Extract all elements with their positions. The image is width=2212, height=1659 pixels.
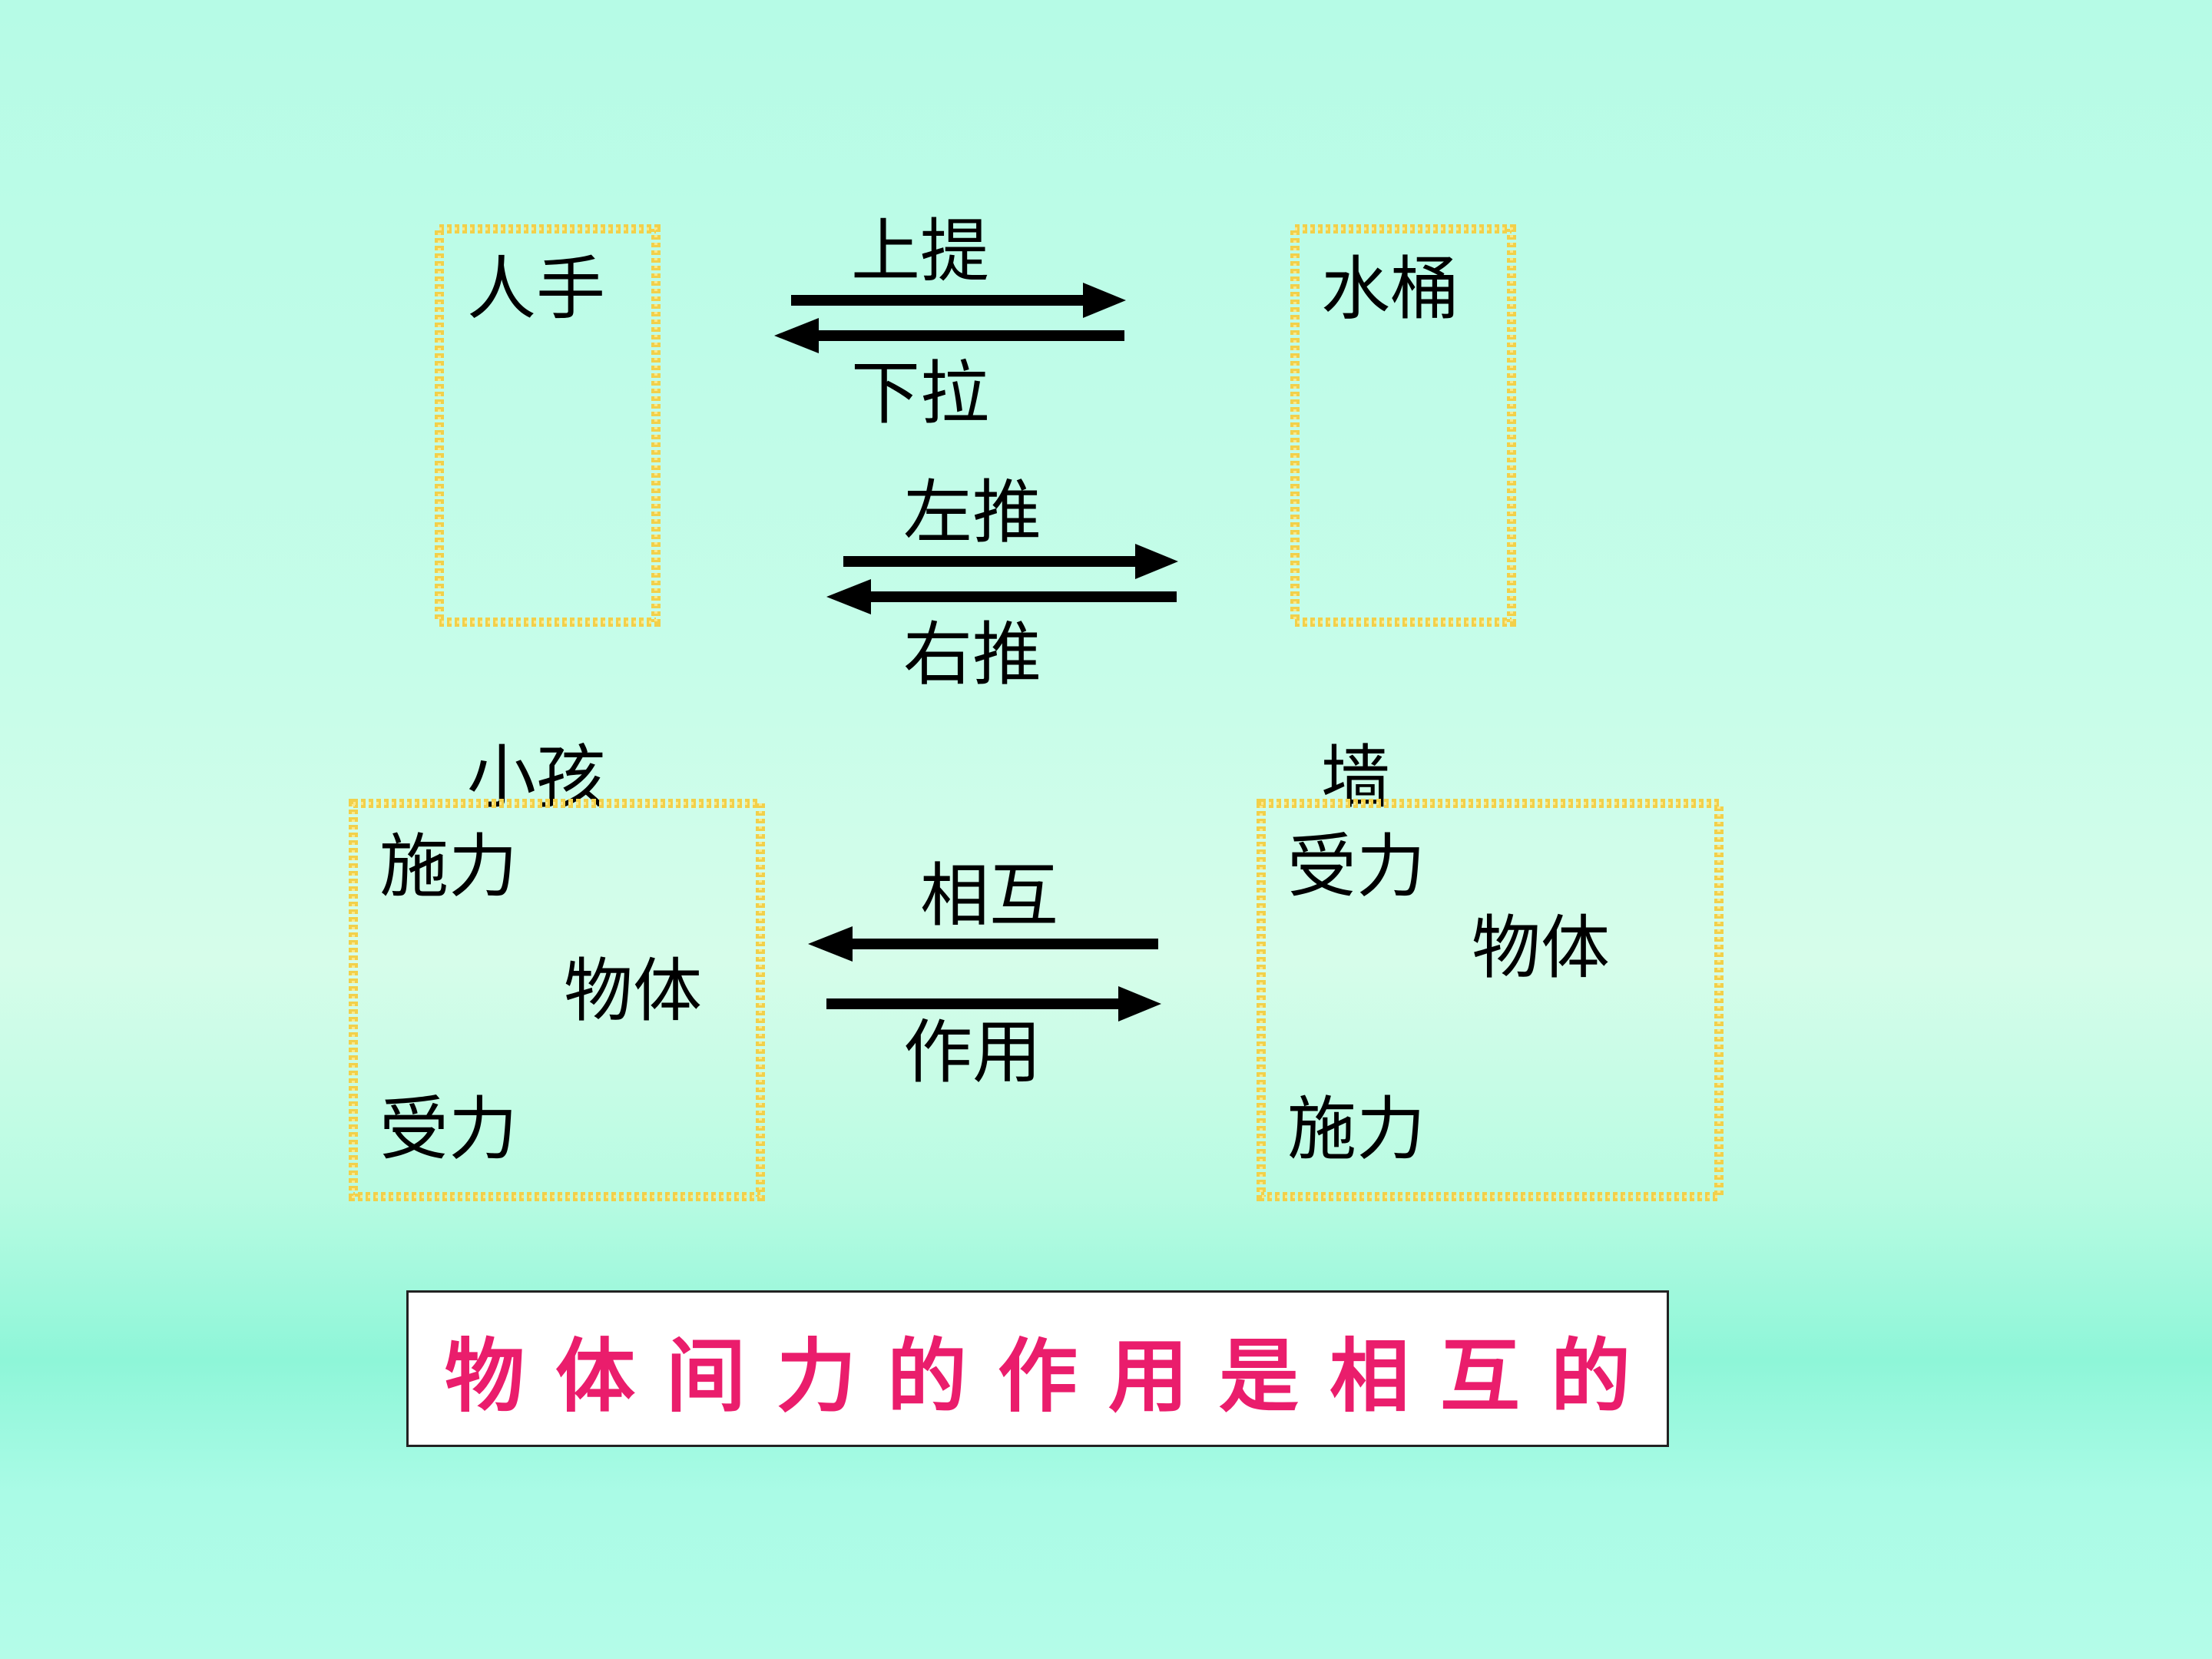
concept-left-bottom-label: 受力 bbox=[379, 1089, 518, 1170]
concept-box-left: 施力 物体 受力 bbox=[349, 799, 765, 1201]
example-right-top-label: 水桶 bbox=[1321, 249, 1459, 329]
example-left-top-label: 人手 bbox=[467, 249, 605, 329]
concept-box-left-frame bbox=[349, 799, 765, 1201]
example-box-right: 水桶 墙 bbox=[1290, 224, 1516, 813]
concept-left-top-label: 施力 bbox=[379, 826, 518, 907]
pair2-right-arrow bbox=[843, 544, 1178, 579]
concept-box-right-frame bbox=[1257, 799, 1724, 1201]
pair3-lower-label: 作用 bbox=[903, 1012, 1041, 1093]
concept-left-middle-label: 物体 bbox=[564, 951, 702, 1031]
concept-right-middle-label: 物体 bbox=[1472, 908, 1610, 988]
pair1-upper-label: 上提 bbox=[851, 211, 989, 292]
example-box-right-frame bbox=[1290, 224, 1516, 627]
example-box-left-frame bbox=[435, 224, 661, 627]
pair1-right-arrow bbox=[791, 283, 1126, 318]
pair1-left-arrow bbox=[774, 318, 1124, 353]
pair3-upper-label: 相互 bbox=[920, 856, 1058, 936]
pair2-left-arrow bbox=[826, 579, 1177, 614]
pair3-left-arrow bbox=[808, 926, 1158, 962]
concept-box-right: 受力 物体 施力 bbox=[1257, 799, 1724, 1201]
concept-right-top-label: 受力 bbox=[1287, 826, 1426, 907]
pair1-lower-label: 下拉 bbox=[851, 353, 989, 434]
example-left-bottom-label: 小孩 bbox=[467, 737, 605, 818]
pair2-upper-label: 左推 bbox=[903, 472, 1041, 553]
pair3-right-arrow bbox=[826, 986, 1161, 1022]
concept-right-bottom-label: 施力 bbox=[1287, 1089, 1426, 1170]
conclusion-banner: 物体间力的作用是相互的 bbox=[406, 1290, 1669, 1447]
conclusion-text: 物体间力的作用是相互的 bbox=[444, 1329, 1661, 1423]
pair2-lower-label: 右推 bbox=[903, 614, 1041, 695]
example-box-left: 人手 小孩 bbox=[435, 224, 661, 813]
